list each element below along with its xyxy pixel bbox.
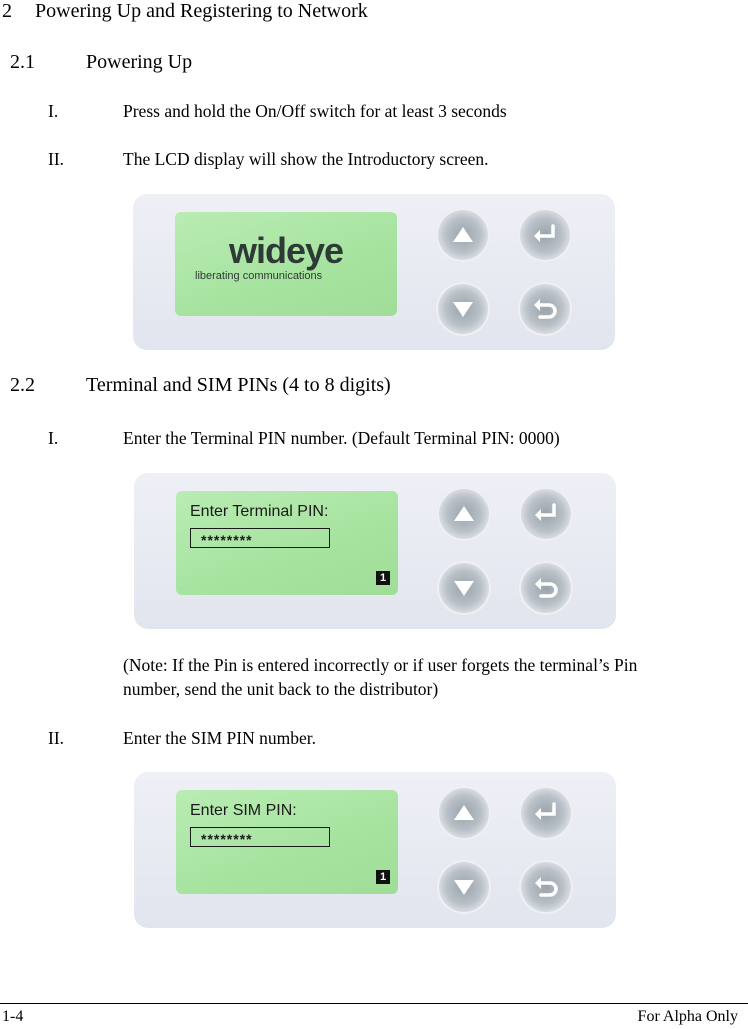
enter-button[interactable] xyxy=(519,487,573,541)
back-icon xyxy=(534,299,557,319)
note-line: (Note: If the Pin is entered incorrectly… xyxy=(123,655,638,675)
lcd-screen: Enter Terminal PIN: ******** 1 xyxy=(176,491,398,595)
step-text: Enter the SIM PIN number. xyxy=(123,728,316,748)
lcd-screen: Enter SIM PIN: ******** 1 xyxy=(176,790,398,894)
step-text: The LCD display will show the Introducto… xyxy=(123,149,489,169)
lcd-screen: wideye liberating communications xyxy=(175,212,397,316)
brand-logo: wideye xyxy=(229,230,344,271)
down-button[interactable] xyxy=(437,561,491,615)
step-text: Enter the Terminal PIN number. (Default … xyxy=(123,428,560,448)
pin-field[interactable]: ******** xyxy=(190,528,330,548)
section-number: 2 xyxy=(2,0,12,22)
back-icon xyxy=(535,877,558,897)
back-icon xyxy=(535,578,558,598)
section-title: Powering Up and Registering to Network xyxy=(35,0,368,22)
pin-field[interactable]: ******** xyxy=(190,827,330,847)
step-number: I. xyxy=(48,428,59,448)
footer-rule xyxy=(0,1003,748,1004)
subsection-number: 2.1 xyxy=(10,51,35,73)
footer-note: For Alpha Only xyxy=(637,1008,738,1025)
down-arrow-icon xyxy=(454,581,474,596)
up-arrow-icon xyxy=(454,805,474,820)
down-arrow-icon xyxy=(454,880,474,895)
step-number: I. xyxy=(48,101,59,121)
lcd-prompt: Enter SIM PIN: xyxy=(190,802,297,819)
back-button[interactable] xyxy=(518,282,572,336)
enter-icon xyxy=(534,224,555,242)
enter-button[interactable] xyxy=(518,208,572,262)
up-button[interactable] xyxy=(437,786,491,840)
page-number: 1-4 xyxy=(2,1008,24,1025)
step-number: II. xyxy=(48,149,65,169)
step-number: II. xyxy=(48,728,65,748)
section-heading: 2 Powering Up and Registering to Network xyxy=(2,0,368,23)
step-text: Press and hold the On/Off switch for at … xyxy=(123,101,507,121)
subsection-number: 2.2 xyxy=(10,374,35,396)
note-line: number, send the unit back to the distri… xyxy=(123,679,439,699)
enter-icon xyxy=(535,802,556,820)
subsection-title: Powering Up xyxy=(86,51,193,73)
device-panel-sim-pin: Enter SIM PIN: ******** 1 xyxy=(134,772,616,928)
up-arrow-icon xyxy=(454,506,474,521)
device-panel-terminal-pin: Enter Terminal PIN: ******** 1 xyxy=(134,473,616,629)
back-button[interactable] xyxy=(519,561,573,615)
brand-tagline: liberating communications xyxy=(195,270,323,282)
up-button[interactable] xyxy=(436,208,490,262)
lcd-prompt: Enter Terminal PIN: xyxy=(190,503,329,520)
down-button[interactable] xyxy=(436,282,490,336)
input-mode-badge: 1 xyxy=(376,571,390,585)
enter-icon xyxy=(535,503,556,521)
down-arrow-icon xyxy=(453,302,473,317)
down-button[interactable] xyxy=(437,860,491,914)
up-button[interactable] xyxy=(437,487,491,541)
up-arrow-icon xyxy=(453,227,473,242)
enter-button[interactable] xyxy=(519,786,573,840)
subsection-title: Terminal and SIM PINs (4 to 8 digits) xyxy=(86,374,391,396)
device-panel-intro: wideye liberating communications xyxy=(133,194,615,350)
back-button[interactable] xyxy=(519,860,573,914)
input-mode-badge: 1 xyxy=(376,870,390,884)
